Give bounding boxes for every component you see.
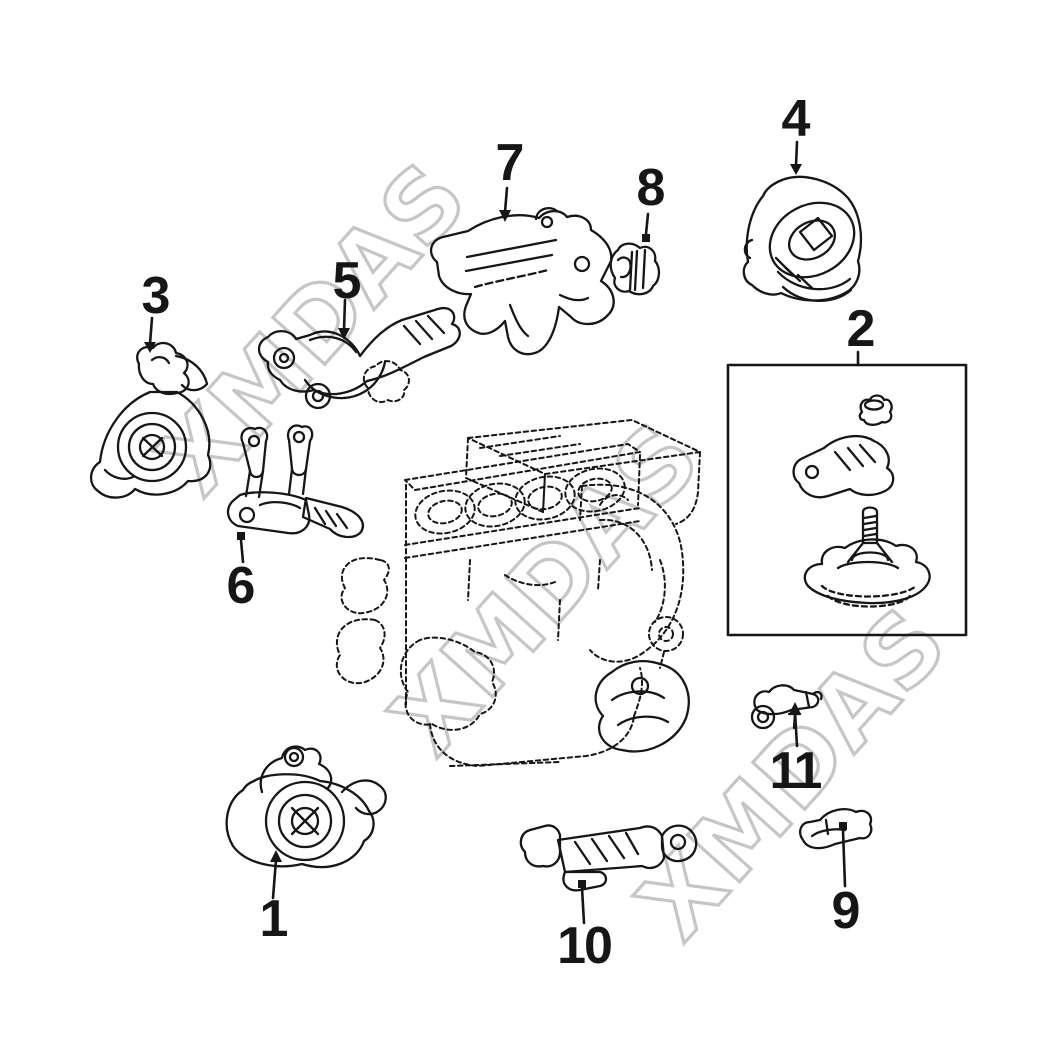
part-2-drawing <box>792 394 931 608</box>
callout-10: 10 <box>557 917 613 975</box>
callout-1: 1 <box>259 890 289 948</box>
part-11-drawing <box>750 684 823 730</box>
rear-mount-member-drawing <box>594 660 690 753</box>
part-9-drawing <box>799 808 873 850</box>
callout-2: 2 <box>846 300 876 358</box>
part-6-drawing <box>226 424 364 539</box>
leader-lines <box>144 140 860 925</box>
callout-4: 4 <box>781 90 811 148</box>
part-5-drawing <box>257 306 461 410</box>
part-4-drawing <box>742 175 863 302</box>
part-10-drawing <box>519 824 698 892</box>
callout-5: 5 <box>332 252 362 310</box>
part-8-drawing <box>609 242 661 296</box>
callout-3: 3 <box>141 267 171 325</box>
part-7-drawing <box>429 207 615 356</box>
callout-11: 11 <box>769 742 823 800</box>
callout-9: 9 <box>831 882 861 940</box>
part-2-box <box>726 363 968 637</box>
part-3-drawing <box>89 341 212 499</box>
callout-6: 6 <box>226 557 256 615</box>
part-1-drawing <box>225 745 387 869</box>
callout-8: 8 <box>636 159 666 217</box>
callout-7: 7 <box>495 134 525 192</box>
engine-outline-drawing <box>335 360 701 767</box>
